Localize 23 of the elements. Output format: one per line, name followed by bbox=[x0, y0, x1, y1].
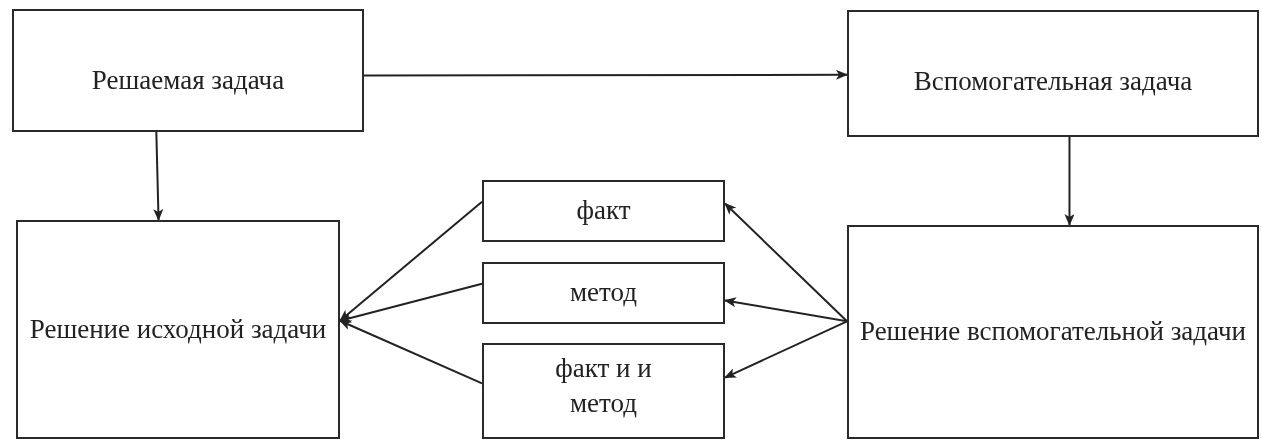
box-label: Вспомогательная задача bbox=[913, 65, 1193, 98]
process-box bbox=[482, 343, 725, 439]
process-box bbox=[482, 262, 725, 324]
arrow bbox=[724, 297, 848, 323]
process-box bbox=[12, 9, 364, 132]
box-label: метод bbox=[570, 276, 637, 310]
arrow bbox=[1064, 136, 1075, 226]
arrow bbox=[339, 200, 483, 322]
box-label: факт bbox=[576, 194, 631, 228]
process-box bbox=[847, 225, 1259, 439]
arrow bbox=[363, 69, 848, 80]
process-box bbox=[482, 180, 725, 242]
arrow bbox=[339, 319, 483, 385]
process-box bbox=[16, 220, 340, 439]
process-box bbox=[847, 10, 1259, 137]
arrow bbox=[724, 320, 848, 379]
box-label: Решение вспомогательной задачи bbox=[859, 315, 1246, 349]
box-label: Решаемая задача bbox=[91, 64, 285, 97]
arrow bbox=[339, 282, 483, 323]
arrow bbox=[153, 131, 164, 221]
arrow bbox=[724, 202, 848, 323]
box-label: Решение исходной задачи bbox=[29, 312, 327, 346]
box-label: факт и и метод bbox=[554, 352, 653, 421]
